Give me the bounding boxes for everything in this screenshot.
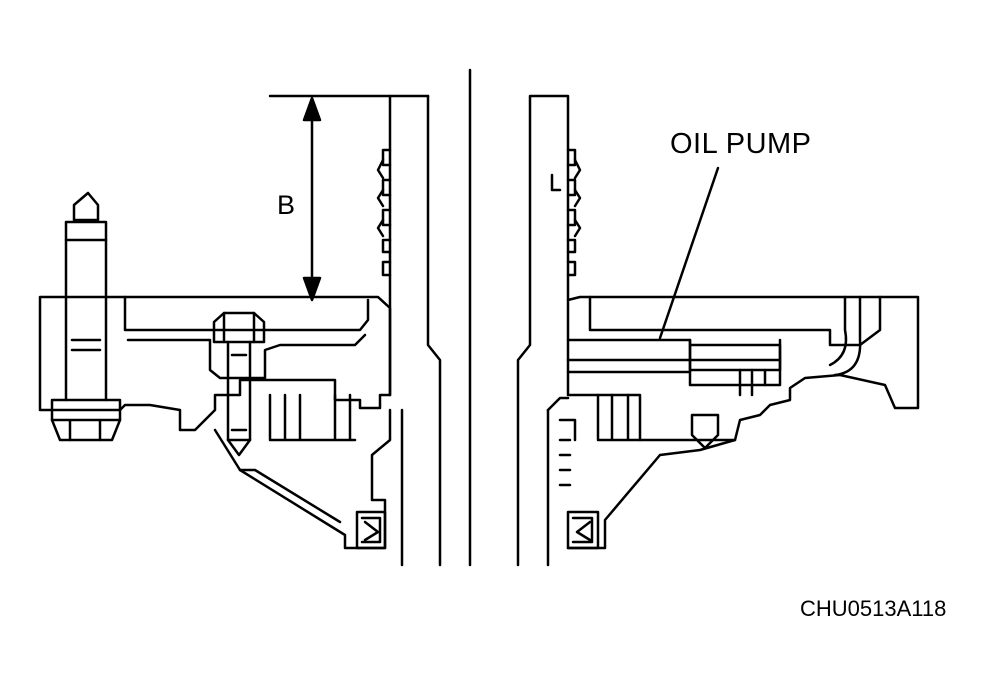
dowel-pin-right <box>692 415 718 448</box>
housing-ribs-left <box>270 395 355 440</box>
short-bolt <box>214 313 264 455</box>
housing-curve-right <box>830 297 860 375</box>
housing-lower-body-right <box>548 398 735 548</box>
seal-lip-right <box>577 522 590 540</box>
seal-lip-left <box>365 522 378 540</box>
pump-housing-left <box>40 297 390 430</box>
gear-teeth-right <box>740 370 765 395</box>
oil-seal-right <box>568 512 598 548</box>
input-shaft-left <box>390 96 440 565</box>
seal-ring-bumps-right <box>552 160 580 236</box>
oil-pump-leader-line <box>660 168 718 338</box>
pump-housing-inner-right <box>590 297 880 345</box>
oil-pump-label: OIL PUMP <box>670 128 812 160</box>
housing-ribs-right <box>598 395 640 440</box>
left-half-section <box>40 96 440 565</box>
seal-ring-bumps-left <box>378 160 383 236</box>
pump-cavity-right <box>568 340 780 370</box>
dimension-b-label: B <box>277 190 296 220</box>
long-bolt <box>52 193 120 440</box>
shaft-teeth-right <box>560 440 570 485</box>
dimension-arrow-top <box>304 98 320 120</box>
dimension-arrow-bottom <box>304 278 320 300</box>
oil-seal-left <box>357 512 385 548</box>
pump-cavity-left <box>128 335 365 378</box>
pump-housing-right <box>568 297 918 440</box>
seal-ring-grooves-right <box>568 150 575 275</box>
input-shaft-right <box>518 96 568 565</box>
housing-web-left <box>240 470 340 522</box>
housing-lower-right <box>568 360 780 372</box>
figure-code-label: CHU0513A118 <box>800 596 947 621</box>
pump-housing-inner-left <box>125 297 368 330</box>
gear-body-right <box>690 340 780 385</box>
seal-ring-grooves-left <box>383 150 390 275</box>
right-half-section <box>518 96 918 565</box>
